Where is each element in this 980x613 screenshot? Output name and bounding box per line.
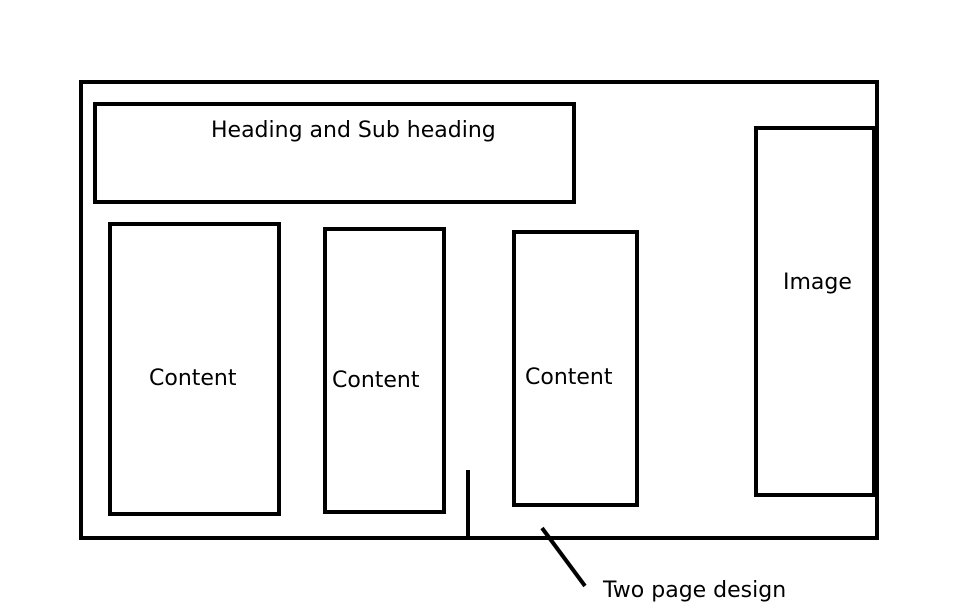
page-frame (79, 80, 879, 540)
image-box-label: Image (783, 270, 852, 295)
page-divider-line (466, 470, 470, 538)
content-box-3-label: Content (525, 365, 613, 390)
content-box-2 (323, 227, 446, 514)
content-box-1-label: Content (149, 366, 237, 391)
content-box-2-label: Content (332, 368, 420, 393)
annotation-label: Two page design (603, 578, 787, 603)
content-box-3 (512, 230, 639, 507)
image-box (754, 126, 876, 497)
heading-box-label: Heading and Sub heading (211, 118, 496, 143)
content-box-1 (108, 222, 281, 516)
heading-box (93, 102, 576, 204)
